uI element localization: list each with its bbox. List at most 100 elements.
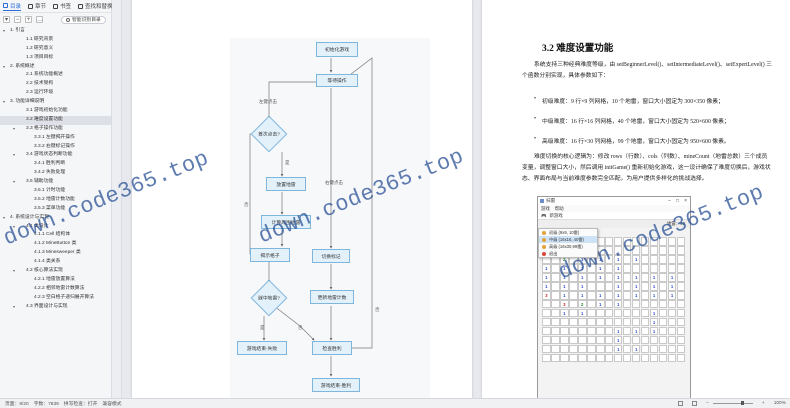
ms-cell: 1 — [542, 263, 551, 273]
zoom-slider[interactable] — [712, 401, 753, 405]
tab-find-replace[interactable]: 查找和替换 — [78, 2, 113, 10]
toc-item[interactable]: 3.5.1 计时功能 — [0, 187, 111, 196]
toc-item[interactable]: ▾ 3. 功能详细说明 — [0, 98, 111, 107]
toc-item[interactable]: 3.2 难度设置功能 — [0, 115, 111, 125]
expand-arrow-icon[interactable]: ▾ — [3, 99, 6, 105]
zoom-in-icon[interactable]: + — [761, 401, 765, 406]
expand-arrow-icon[interactable]: ▾ — [13, 125, 16, 131]
ms-cell: 3 — [559, 299, 569, 309]
menu-game: 游戏 — [541, 205, 550, 211]
ms-cell — [568, 263, 578, 273]
toc-item[interactable]: 4.1.3 Minesweeper 类 — [0, 249, 111, 258]
ms-cell — [640, 263, 650, 273]
zoom-level[interactable]: 100% — [773, 401, 786, 406]
ms-cell — [559, 344, 569, 354]
toc-item[interactable]: 3.4.2 失败处理 — [0, 169, 111, 178]
page-indicator[interactable]: 页面：8/20 — [5, 402, 29, 407]
window-controls: −□× — [668, 198, 690, 204]
app-icon — [540, 199, 544, 203]
expand-arrow-icon[interactable]: ▾ — [13, 223, 16, 229]
ms-cell — [658, 317, 668, 327]
layout-icon[interactable] — [692, 401, 698, 406]
toc-item[interactable]: 3.3.1 左键揭开操作 — [0, 134, 111, 143]
expand-arrow-icon[interactable]: ▾ — [3, 28, 6, 33]
toc-item[interactable]: 2.3 运行环境 — [0, 89, 111, 98]
toc-item-label: 3.1 游戏初始化功能 — [26, 108, 68, 114]
toc-item[interactable]: ▾4. 系统设计与实现 — [0, 214, 111, 223]
smart-toc-button[interactable]: 智能识别目录 — [61, 15, 106, 24]
ms-cell: 1 — [613, 272, 623, 282]
toc-item[interactable]: 3.3.2 右键标记操作 — [0, 143, 111, 152]
toc-item[interactable]: 1.2 研究意义 — [0, 45, 111, 54]
ms-cell — [667, 237, 677, 246]
ms-cell — [658, 245, 668, 255]
toc-item[interactable]: ▾3.5 辅助功能 — [0, 178, 111, 187]
toc-item[interactable]: 3.5.3 菜单功能 — [0, 205, 111, 214]
ms-cell: 1 — [595, 290, 605, 300]
toc-item[interactable]: 4.2.1 地雷放置算法 — [0, 276, 111, 285]
plus-icon[interactable]: + — [25, 16, 32, 23]
toc-item[interactable]: ▾3.3 格子操作功能 — [0, 125, 111, 134]
ms-cell — [658, 353, 668, 363]
toc-item-label: 1.1 研究背景 — [26, 36, 54, 42]
ms-cell: 1 — [613, 335, 623, 345]
ms-cell — [613, 245, 623, 255]
ms-cell: 1 — [631, 344, 641, 354]
expand-arrow-icon[interactable]: ▾ — [3, 63, 6, 69]
toc-item[interactable]: 1.3 项目目标 — [0, 54, 111, 63]
flow-node-check: 检查胜利 — [312, 341, 352, 355]
ms-cell: 1 — [667, 290, 677, 300]
ms-cell — [586, 353, 596, 363]
toc-item[interactable]: 4.1.2 MineButton 类 — [0, 240, 111, 249]
word-count[interactable]: 字数：7839 — [33, 402, 59, 407]
toc-item[interactable]: 4.2.3 空白格子递归展开算法 — [0, 294, 111, 303]
ms-cell — [640, 326, 650, 336]
ms-cell — [658, 308, 668, 318]
expand-arrow-icon[interactable]: ▾ — [13, 268, 16, 274]
toc-item[interactable]: 4.1.4 类关系 — [0, 258, 111, 267]
minus-icon[interactable]: − — [14, 16, 21, 23]
ms-cell — [622, 308, 632, 318]
ms-cell — [542, 344, 551, 354]
expand-arrow-icon[interactable]: ▾ — [13, 152, 16, 158]
tab-chapters[interactable]: 章节 — [28, 2, 46, 10]
ms-cell: 1 — [613, 254, 623, 264]
ms-cell — [676, 281, 686, 291]
ms-cell — [658, 326, 668, 336]
toc-item[interactable]: 3.4.1 胜利判断 — [0, 160, 111, 169]
tab-bookmarks[interactable]: 书签 — [53, 2, 71, 10]
tab-toc[interactable]: 目录 — [3, 2, 22, 11]
toc-item[interactable]: ▾1. 引言 — [0, 27, 111, 36]
spell-check-status[interactable]: 拼写检查：打开 — [63, 402, 98, 407]
toc-item[interactable]: ▾4.3 界面设计与实现 — [0, 303, 111, 312]
ms-cell — [640, 344, 650, 354]
ms-cell — [676, 326, 686, 336]
toc-item[interactable]: ▾3.4 游戏状态判断功能 — [0, 151, 111, 160]
more-icon[interactable]: … — [36, 16, 43, 23]
expand-arrow-icon[interactable]: ▾ — [13, 303, 16, 309]
expand-arrow-icon[interactable]: ▾ — [3, 214, 6, 220]
ms-cell — [640, 272, 650, 282]
view-icon[interactable] — [678, 401, 684, 406]
ms-difficulty-option: 高级 (16x30,99雷) — [539, 243, 597, 250]
toc-item[interactable]: 1.1 研究背景 — [0, 36, 111, 45]
ms-cell: 1 — [559, 281, 569, 291]
ms-cell — [550, 263, 560, 273]
toc-item[interactable]: 3.5.2 地雷计数功能 — [0, 196, 111, 205]
collapse-icon[interactable]: ▾ — [3, 16, 10, 23]
toc-item[interactable]: 4.2.2 相邻地雷计数算法 — [0, 285, 111, 294]
toc-item[interactable]: 3.1 游戏初始化功能 — [0, 107, 111, 116]
toc-item-label: 3. 功能详细说明 — [10, 99, 45, 105]
ms-cell — [622, 344, 632, 354]
zoom-out-icon[interactable]: − — [706, 401, 709, 406]
sidebar-resize-strip[interactable] — [112, 0, 122, 398]
ms-cell — [550, 326, 560, 336]
toc-item[interactable]: ▾2. 系统概述 — [0, 63, 111, 72]
expand-arrow-icon[interactable]: ▾ — [13, 179, 16, 185]
toc-item[interactable]: ▾4.2 核心算法实现 — [0, 267, 111, 276]
toc-item[interactable]: 4.1.1 Cell 结构体 — [0, 231, 111, 240]
toc-item[interactable]: 2.2 技术架构 — [0, 80, 111, 89]
toc-item[interactable]: 2.1 系统功能概述 — [0, 71, 111, 80]
toc-item[interactable]: ▾4.1 类设计 — [0, 223, 111, 232]
